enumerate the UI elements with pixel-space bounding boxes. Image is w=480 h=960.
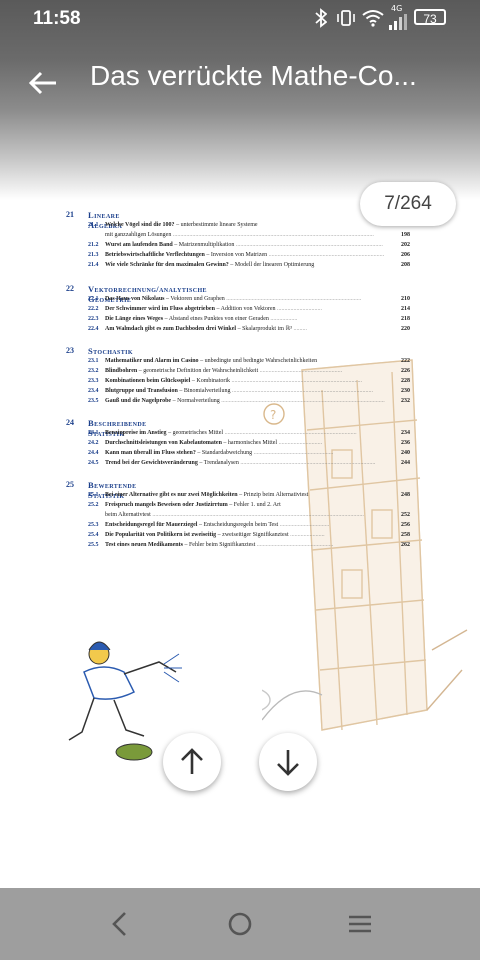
section-number: 21 bbox=[66, 210, 74, 219]
system-navigation-bar bbox=[0, 888, 480, 960]
circle-home-icon bbox=[228, 912, 252, 936]
section-title: Lineare Algebra bbox=[88, 210, 123, 230]
menu-lines-icon bbox=[349, 915, 371, 933]
nav-home-button[interactable] bbox=[227, 910, 253, 938]
header-bar: 11:58 4G 73 bbox=[0, 0, 480, 200]
arrow-down-icon bbox=[277, 750, 299, 776]
previous-page-button[interactable] bbox=[163, 733, 221, 791]
arrow-up-icon bbox=[181, 748, 203, 774]
network-type: 4G bbox=[391, 4, 403, 13]
chevron-left-icon bbox=[112, 912, 126, 936]
status-time: 11:58 bbox=[33, 8, 81, 29]
toc-entry-cont: mit ganzzahligen Lösungen ..............… bbox=[105, 232, 410, 238]
document-page: ? 21 Lineare Algebra 21.1 Welche Vögel si… bbox=[0, 200, 480, 890]
entry-description-2: mit ganzzahligen Lösungen bbox=[105, 232, 172, 238]
toc-entry-cont: beim Alternativtest ....................… bbox=[105, 512, 410, 518]
runner-illustration bbox=[68, 641, 182, 761]
page-indicator: 7/264 bbox=[360, 182, 456, 226]
battery-indicator: 73 bbox=[414, 9, 446, 26]
svg-text:?: ? bbox=[270, 408, 276, 422]
wifi-icon bbox=[362, 10, 384, 27]
tower-illustration: ? bbox=[262, 359, 468, 731]
entry-number: 21.1 bbox=[88, 222, 99, 228]
entry-page: 198 bbox=[401, 232, 410, 238]
bluetooth-icon bbox=[315, 8, 327, 28]
entry-description: – unterbestimmte lineare Systeme bbox=[174, 222, 258, 228]
arrow-left-icon bbox=[28, 71, 56, 95]
next-page-button[interactable] bbox=[259, 733, 317, 791]
vibrate-icon bbox=[337, 10, 355, 26]
back-button[interactable] bbox=[24, 64, 62, 102]
nav-back-button[interactable] bbox=[108, 910, 132, 938]
signal-icon bbox=[389, 14, 407, 30]
status-bar: 11:58 4G 73 bbox=[0, 0, 480, 36]
page-title: Das verrückte Mathe-Co... bbox=[90, 60, 417, 91]
entry-title: Welche Vögel sind die 100? bbox=[105, 222, 175, 228]
toc-entry[interactable]: 21.1 Welche Vögel sind die 100? – unterbe… bbox=[88, 222, 410, 229]
nav-recents-button[interactable] bbox=[347, 910, 373, 938]
